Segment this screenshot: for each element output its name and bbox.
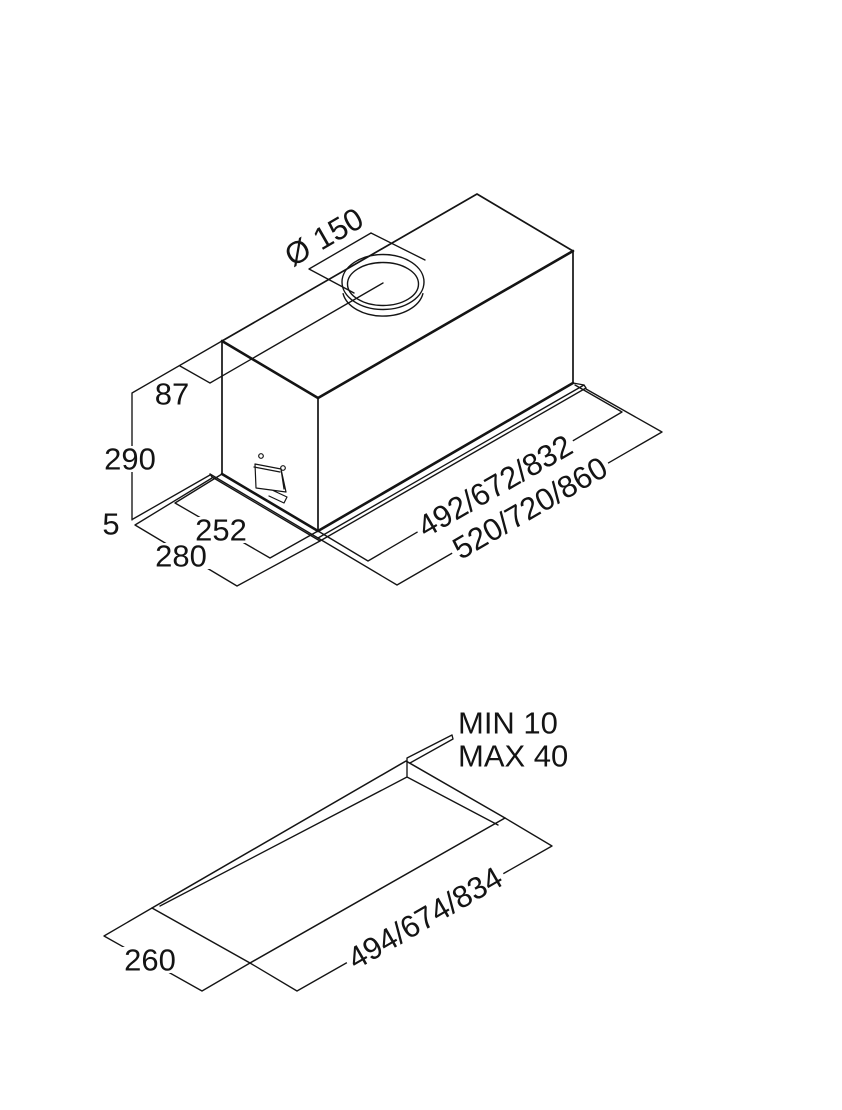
dim-520-bg [445,451,615,565]
dim-290-bg [101,446,159,472]
cutout-outline [151,760,506,964]
cutout-inner-edges [159,734,499,907]
dim-flange-depth: 280 [155,539,207,574]
mounting-bracket [253,463,288,504]
duct-collar-outer [341,253,425,311]
dim-cutout-depth: 260 [124,943,176,978]
bracket-hook-top [258,453,264,459]
dim-lip-max: MAX 40 [458,739,568,774]
dim-duct-offset: 87 [155,377,189,412]
dim-cutout-length: 494/674/834 [342,860,509,977]
dim-260-bg [121,947,179,973]
dim-494-bg [340,861,510,975]
dim-252-bg [192,517,250,543]
dim-body-depth: 252 [195,513,247,548]
bracket-hook-right [280,465,286,471]
dim-492-bg [410,429,580,543]
hood-body-edges [221,193,574,532]
dim-280-bg [152,543,210,569]
dim-lip-min: MIN 10 [458,706,558,741]
dim-body-height: 290 [104,442,156,477]
dim-flange-thickness: 5 [102,507,119,542]
dim-duct-diameter: Ø 150 [279,201,370,274]
duct-collar-inner [346,261,420,307]
